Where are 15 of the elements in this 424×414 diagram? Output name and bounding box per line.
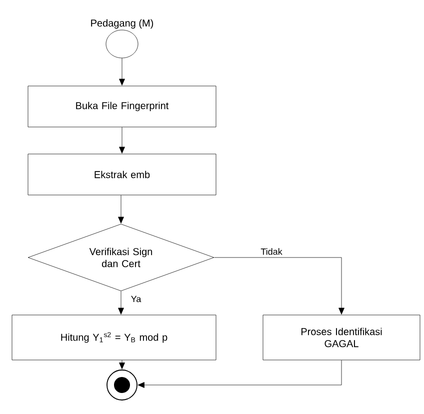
process-box: Ekstrak emb: [28, 154, 216, 196]
arrow: [119, 360, 125, 370]
process-box: Buka File Fingerprint: [28, 86, 216, 128]
edge-label: Ya: [130, 294, 142, 304]
edge-label: Tidak: [260, 247, 284, 256]
node-label: Pedagang (M): [91, 19, 154, 29]
arrow: [138, 360, 342, 388]
process-box: Hitung Y$_{1}$$^{s2}$ = Y$_{B}$ mod p: [12, 314, 216, 360]
arrow: [119, 127, 125, 154]
arrow: [118, 291, 124, 314]
arrow: [118, 195, 124, 224]
arrow: [214, 257, 344, 314]
end-circle: [106, 370, 138, 400]
process-box: Proses Identifikasi GAGAL: [262, 314, 420, 360]
arrow: [119, 58, 125, 86]
